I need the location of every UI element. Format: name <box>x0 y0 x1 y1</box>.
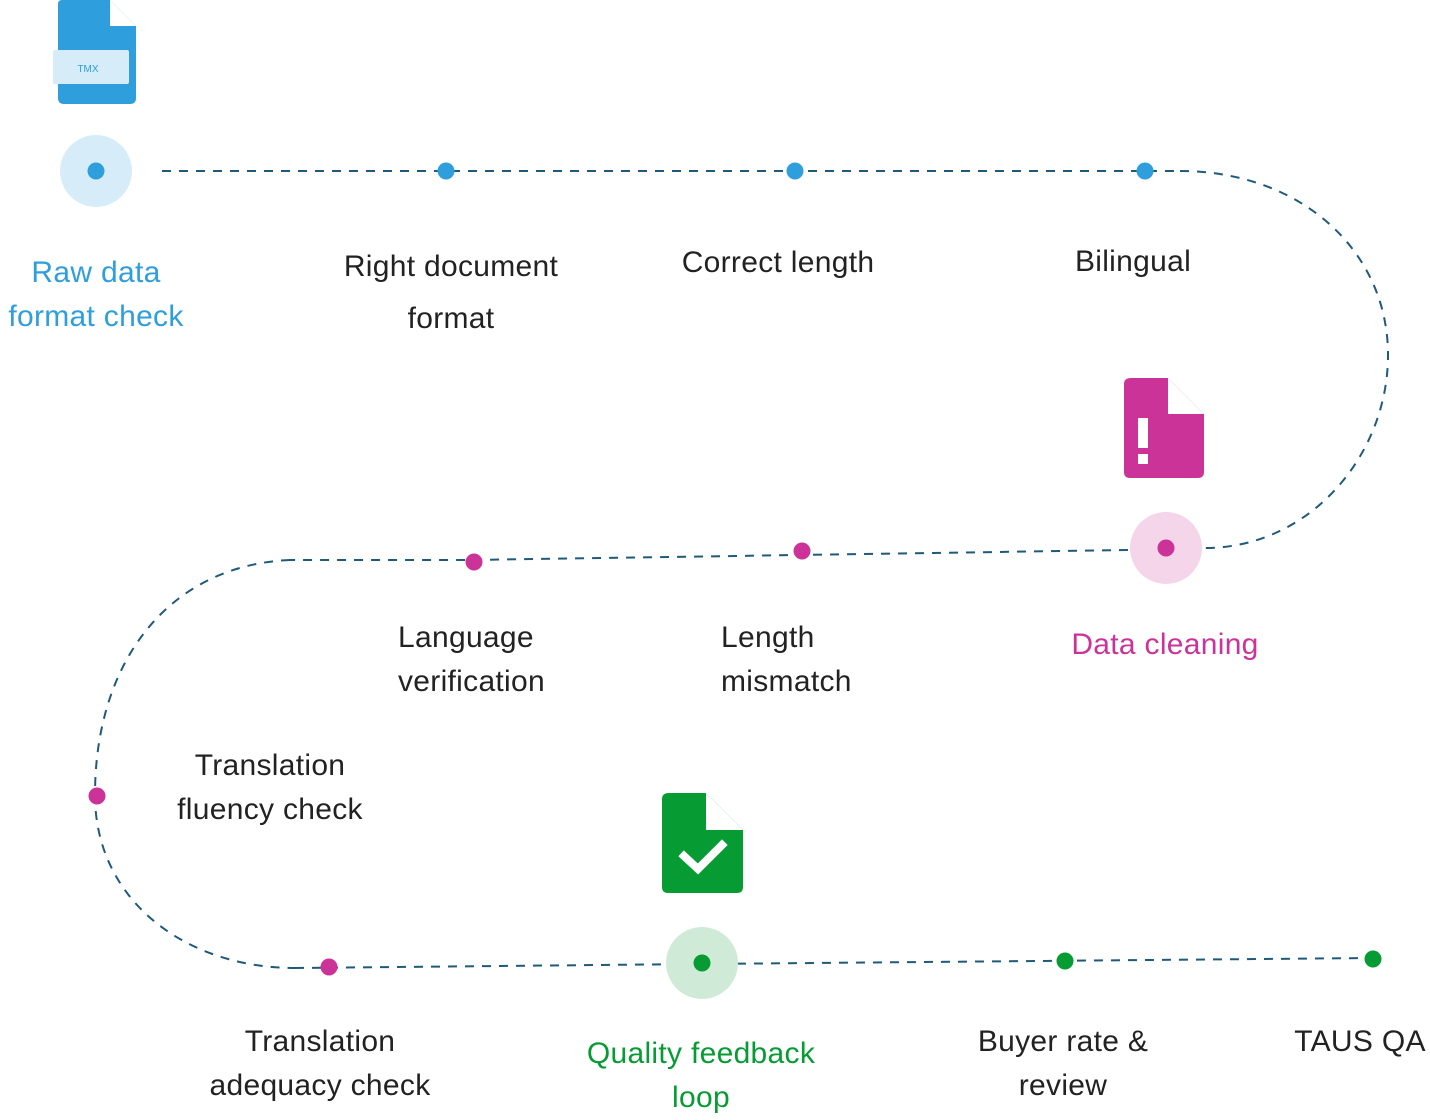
step-label-translation-fluency: Translation fluency check <box>160 744 380 832</box>
tmx-file-icon: TMX <box>53 0 136 104</box>
step-label-buyer-rate: Buyer rate & review <box>953 1020 1173 1108</box>
step-dot-language-verification <box>465 553 483 571</box>
cleaning-stage-dot <box>1157 539 1175 557</box>
step-label-line: Bilingual <box>1074 245 1192 278</box>
step-label-line: TAUS QA <box>1294 1025 1426 1058</box>
step-label-line: Right document <box>343 250 559 283</box>
step-label-line: Buyer rate & <box>977 1025 1149 1058</box>
step-label-line: format <box>407 302 495 335</box>
step-label-bilingual: Bilingual <box>1043 240 1223 284</box>
step-label-line: review <box>1018 1069 1108 1102</box>
stage-label-line: Quality feedback <box>586 1037 816 1070</box>
file-check-icon <box>662 793 743 893</box>
step-label-right-document-format: Right document format <box>316 241 586 345</box>
step-label-taus-qa: TAUS QA <box>1290 1020 1430 1064</box>
step-label-line: Translation <box>244 1025 396 1058</box>
tmx-badge-text: TMX <box>77 64 98 75</box>
raw-stage-dot <box>87 162 105 180</box>
step-dot-taus-qa <box>1364 950 1382 968</box>
step-label-translation-adequacy: Translation adequacy check <box>200 1020 440 1108</box>
step-dot-bilingual <box>1136 162 1154 180</box>
step-label-line: fluency check <box>177 793 363 826</box>
step-dot-translation-adequacy <box>320 958 338 976</box>
stage-label-cleaning: Data cleaning <box>1045 623 1285 667</box>
step-label-correct-length: Correct length <box>658 241 898 285</box>
route-row3 <box>294 957 1374 969</box>
stage-label-line: loop <box>672 1081 730 1114</box>
stage-label-raw-line2: format check <box>8 300 184 333</box>
step-label-line: Language <box>398 621 534 654</box>
stage-label-line: Data cleaning <box>1071 628 1259 661</box>
step-dot-translation-fluency <box>88 787 106 805</box>
step-label-line: Length <box>721 621 815 654</box>
stage-label-raw-line1: Raw data <box>31 256 161 289</box>
route-curve-right <box>1179 170 1390 549</box>
step-label-line: verification <box>398 665 545 698</box>
step-dot-buyer-rate <box>1056 952 1074 970</box>
step-label-line: Translation <box>194 749 346 782</box>
step-label-line: adequacy check <box>209 1069 431 1102</box>
step-label-line: mismatch <box>721 665 852 698</box>
step-label-length-mismatch: Length mismatch <box>721 616 901 704</box>
step-dot-length-mismatch <box>793 542 811 560</box>
step-label-language-verification: Language verification <box>398 616 588 704</box>
route-row2 <box>290 549 1129 561</box>
stage-label-raw: Raw data format check <box>0 251 196 339</box>
feedback-stage-dot <box>693 954 711 972</box>
step-label-line: Correct length <box>681 246 875 279</box>
file-warning-icon <box>1124 378 1204 478</box>
step-dot-correct-length <box>786 162 804 180</box>
stage-label-feedback: Quality feedback loop <box>566 1032 836 1120</box>
step-dot-right-document-format <box>437 162 455 180</box>
